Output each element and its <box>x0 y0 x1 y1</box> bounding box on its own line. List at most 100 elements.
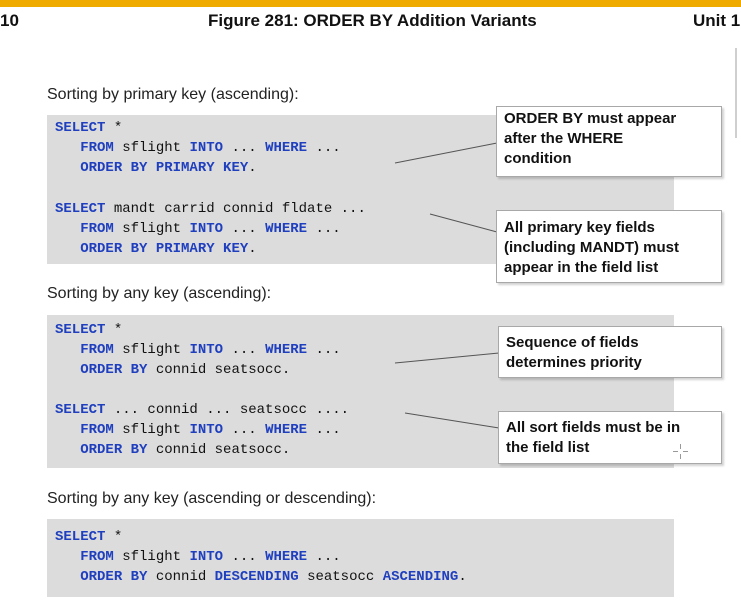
code-text: ... <box>307 549 341 565</box>
code-text: * <box>105 322 123 338</box>
code-text: ... <box>223 549 266 565</box>
code-block: SELECT * FROM sflight INTO ... WHERE ...… <box>55 320 341 380</box>
page-number: 10 <box>0 11 19 30</box>
connector-line <box>394 352 500 364</box>
connector-line <box>429 213 498 233</box>
connector-line <box>404 412 500 429</box>
callout-primary-key-fields: All primary key fields (including MANDT)… <box>496 210 722 283</box>
code-keyword: FROM <box>80 342 114 358</box>
top-accent-bar <box>0 0 741 7</box>
code-line: SELECT * <box>55 118 341 138</box>
callout-line: Sequence of fields <box>506 334 639 351</box>
code-keyword: WHERE <box>265 342 308 358</box>
code-keyword: FROM <box>80 140 114 156</box>
code-block: SELECT ... connid ... seatsocc .... FROM… <box>55 400 349 460</box>
code-text: connid seatsocc. <box>147 442 291 458</box>
section-3-code-box <box>47 519 674 597</box>
code-line: SELECT mandt carrid connid fldate ... <box>55 199 366 219</box>
code-line: ORDER BY connid seatsocc. <box>55 360 341 380</box>
callout-line: ORDER BY must appear <box>504 110 677 127</box>
callout-line: appear in the field list <box>504 259 659 276</box>
callout-line: after the WHERE <box>504 130 624 147</box>
crosshair-cursor-icon <box>673 444 688 459</box>
figure-title: Figure 281: ORDER BY Addition Variants <box>208 11 537 30</box>
code-keyword: WHERE <box>265 549 308 565</box>
code-line: FROM sflight INTO ... WHERE ... <box>55 420 349 440</box>
section-2-caption: Sorting by any key (ascending): <box>47 285 272 302</box>
code-keyword: SELECT <box>55 322 106 338</box>
code-text: sflight <box>113 342 190 358</box>
code-line: FROM sflight INTO ... WHERE ... <box>55 219 366 239</box>
code-text: . <box>458 569 467 585</box>
code-keyword: ORDER BY <box>80 442 148 458</box>
code-line: ORDER BY PRIMARY KEY. <box>55 239 366 259</box>
callout-where-order: ORDER BY must appear after the WHERE con… <box>496 106 722 177</box>
code-keyword: SELECT <box>55 402 106 418</box>
code-block: SELECT * FROM sflight INTO ... WHERE ...… <box>55 527 467 587</box>
code-keyword: WHERE <box>265 422 308 438</box>
code-text: seatsocc <box>298 569 383 585</box>
code-text: ... <box>223 140 266 156</box>
callout-sort-fields: All sort fields must be in the field lis… <box>498 411 722 464</box>
code-line: FROM sflight INTO ... WHERE ... <box>55 547 467 567</box>
code-text: . <box>248 160 257 176</box>
code-text: ... <box>307 221 341 237</box>
code-text: ... <box>223 422 266 438</box>
code-text: sflight <box>113 221 190 237</box>
code-keyword: ORDER BY <box>80 569 148 585</box>
code-keyword: SELECT <box>55 529 106 545</box>
code-keyword: INTO <box>189 221 224 237</box>
code-keyword: ORDER BY PRIMARY KEY <box>80 160 249 176</box>
code-keyword: INTO <box>189 140 224 156</box>
code-line: ORDER BY connid DESCENDING seatsocc ASCE… <box>55 567 467 587</box>
callout-line: the field list <box>506 439 590 456</box>
callout-line: condition <box>504 150 572 167</box>
code-keyword: INTO <box>189 549 224 565</box>
unit-label: Unit 1 <box>693 11 741 30</box>
callout-line: All sort fields must be in <box>506 419 681 436</box>
code-keyword: FROM <box>80 422 114 438</box>
code-line: ORDER BY PRIMARY KEY. <box>55 158 341 178</box>
callout-line: determines priority <box>506 354 642 371</box>
code-keyword: ORDER BY <box>80 362 148 378</box>
code-keyword: SELECT <box>55 201 106 217</box>
code-text: * <box>105 120 123 136</box>
callout-line: (including MANDT) must <box>504 239 679 256</box>
code-block: SELECT * FROM sflight INTO ... WHERE ...… <box>55 118 341 178</box>
code-keyword: FROM <box>80 221 114 237</box>
section-3-caption: Sorting by any key (ascending or descend… <box>47 490 377 507</box>
code-keyword: INTO <box>189 422 224 438</box>
code-block: SELECT mandt carrid connid fldate ... FR… <box>55 199 366 259</box>
callout-field-sequence: Sequence of fields determines priority <box>498 326 722 378</box>
code-text: ... <box>307 422 341 438</box>
scrollbar-icon[interactable] <box>728 48 738 138</box>
code-keyword: ORDER BY PRIMARY KEY <box>80 241 249 257</box>
code-text: sflight <box>113 140 190 156</box>
code-keyword: WHERE <box>265 221 308 237</box>
callout-line: All primary key fields <box>504 219 655 236</box>
code-line: FROM sflight INTO ... WHERE ... <box>55 340 341 360</box>
code-text: ... <box>307 342 341 358</box>
code-text: ... connid ... seatsocc .... <box>105 402 350 418</box>
code-text: ... <box>307 140 341 156</box>
code-keyword: DESCENDING <box>214 569 299 585</box>
section-1-caption: Sorting by primary key (ascending): <box>47 86 299 103</box>
code-keyword: FROM <box>80 549 114 565</box>
code-text: ... <box>223 342 266 358</box>
code-text: connid <box>147 569 215 585</box>
code-text: sflight <box>113 549 190 565</box>
code-text: connid seatsocc. <box>147 362 291 378</box>
code-line: ORDER BY connid seatsocc. <box>55 440 349 460</box>
code-text: mandt carrid connid fldate ... <box>105 201 366 217</box>
code-text: . <box>248 241 257 257</box>
code-keyword: ASCENDING <box>382 569 459 585</box>
code-text: ... <box>223 221 266 237</box>
connector-line <box>394 142 498 164</box>
code-line: SELECT * <box>55 527 467 547</box>
code-line: SELECT * <box>55 320 341 340</box>
code-line: FROM sflight INTO ... WHERE ... <box>55 138 341 158</box>
code-keyword: INTO <box>189 342 224 358</box>
code-text: * <box>105 529 123 545</box>
code-keyword: WHERE <box>265 140 308 156</box>
